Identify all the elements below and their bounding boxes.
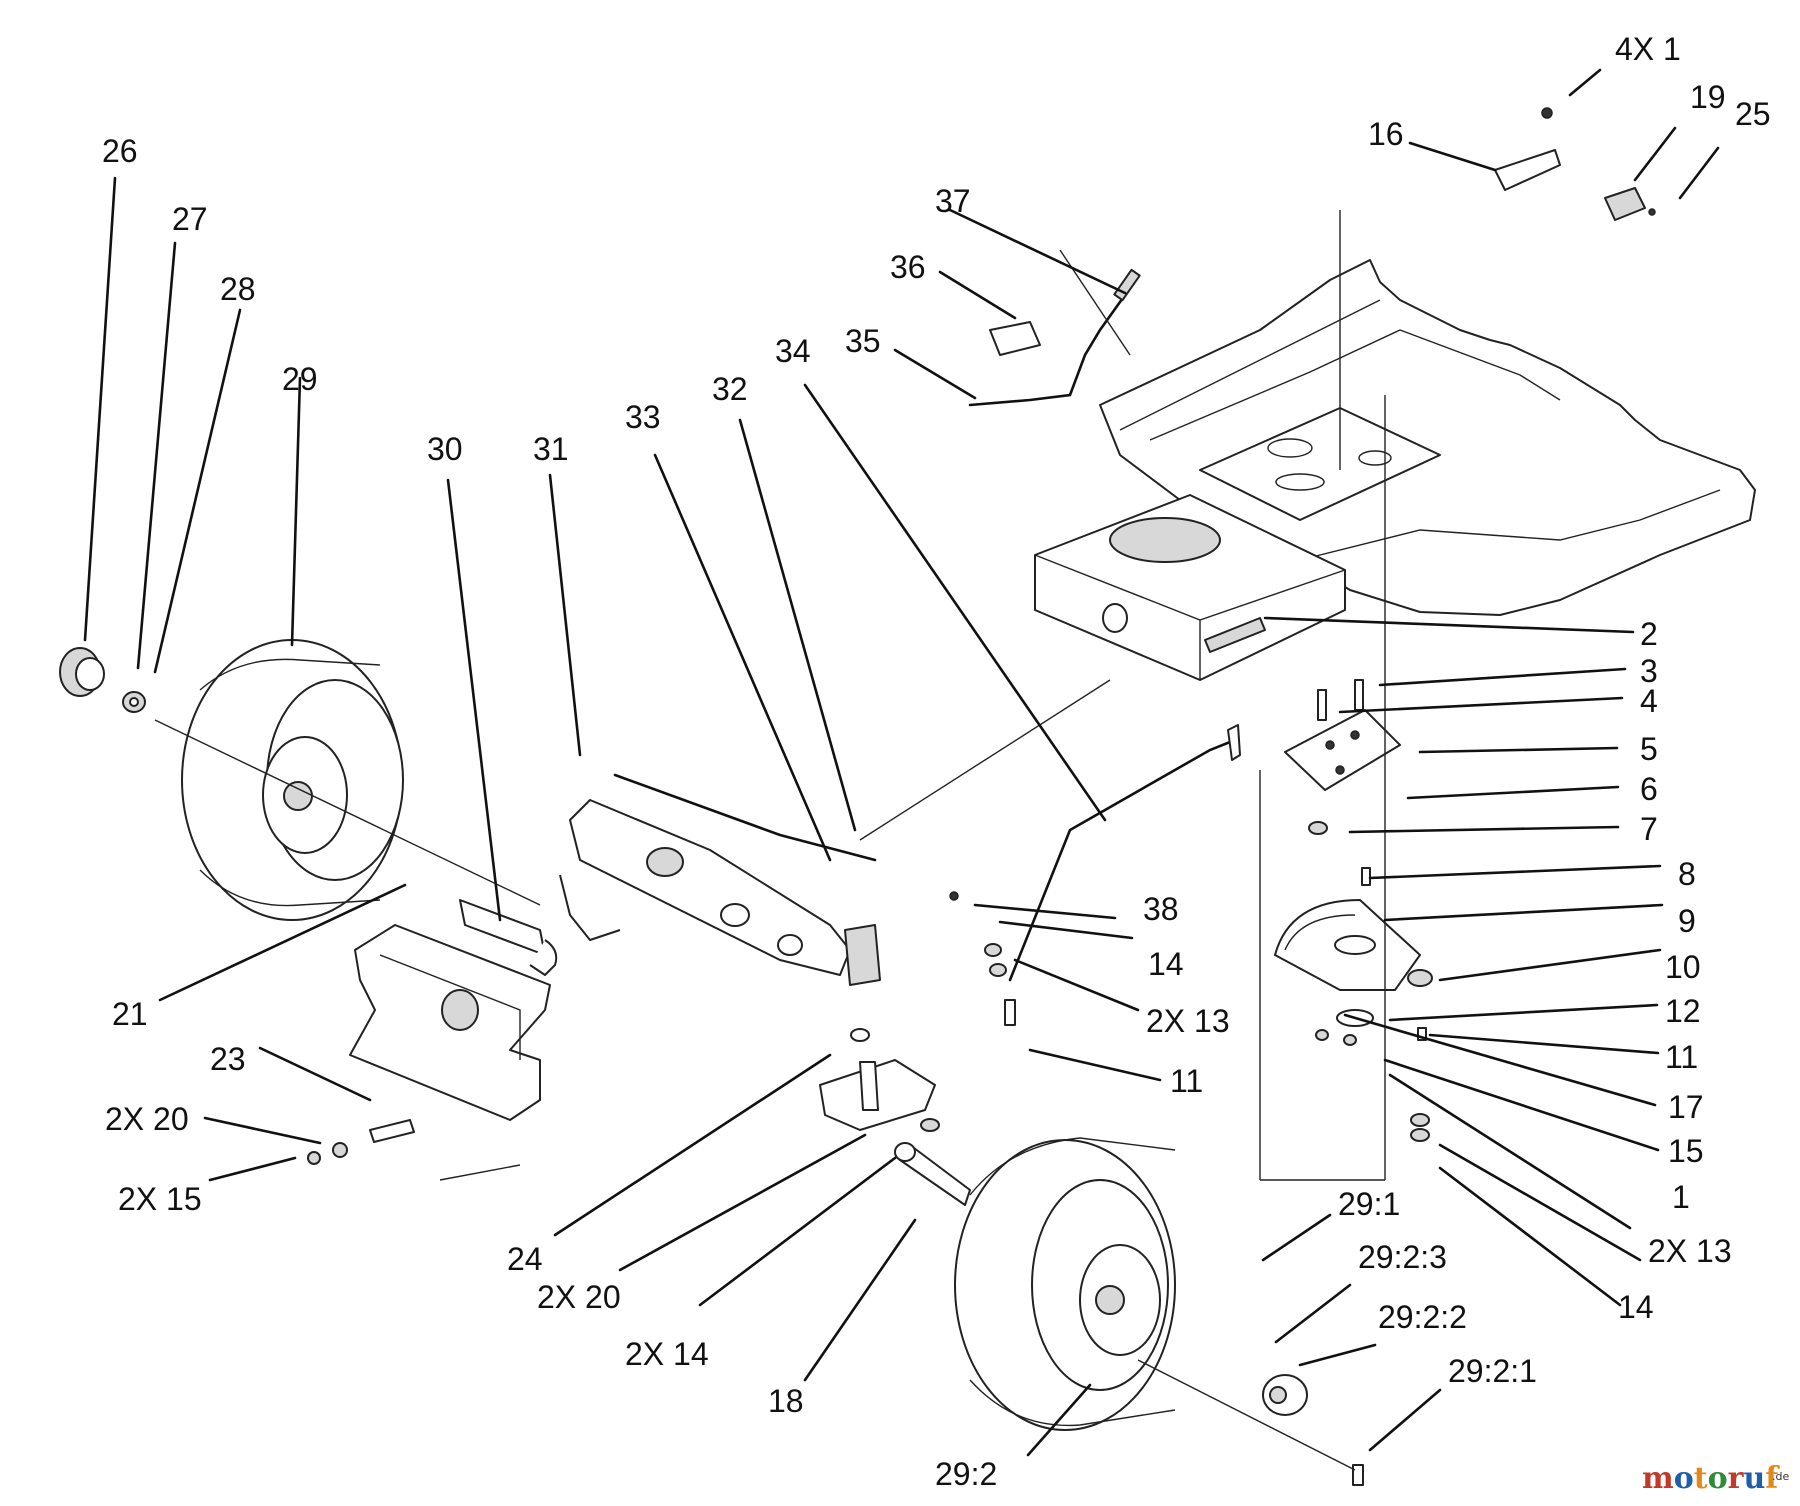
callout-38: 38 [1143, 891, 1179, 927]
callout-28: 28 [220, 271, 256, 307]
assembly-guide-lines [154, 210, 1386, 1471]
callout-1: 1 [1672, 1179, 1690, 1215]
callout-36: 36 [890, 249, 926, 285]
callout-2x20-center: 2X 20 [537, 1279, 621, 1315]
callout-32: 32 [712, 371, 748, 407]
callout-23: 23 [210, 1041, 246, 1077]
callout-2x15: 2X 15 [118, 1181, 202, 1217]
fitting-29-2-1 [1352, 1464, 1364, 1486]
callout-29-2-3: 29:2:3 [1358, 1239, 1447, 1275]
axle-housing [1034, 494, 1346, 681]
spindle-30 [459, 874, 621, 976]
lever-35-37 [968, 268, 1141, 407]
callout-4: 4 [1640, 683, 1658, 719]
callout-18: 18 [768, 1383, 804, 1419]
callout-34: 34 [775, 333, 811, 369]
hub-cap-26 [59, 647, 105, 697]
callout-2x14: 2X 14 [625, 1336, 709, 1372]
bracket-16 [1494, 107, 1561, 191]
callout-24: 24 [507, 1241, 543, 1277]
wheel-right [954, 1137, 1176, 1431]
tie-rod [613, 724, 1241, 982]
callout-30: 30 [427, 431, 463, 467]
watermark-brand: motoruf [1642, 1461, 1780, 1496]
callout-29-2-2: 29:2:2 [1378, 1299, 1467, 1335]
callout-37: 37 [935, 183, 971, 219]
callout-26: 26 [102, 133, 138, 169]
callout-8: 8 [1678, 856, 1696, 892]
callout-2x13-right: 2X 13 [1648, 1233, 1732, 1269]
callout-25: 25 [1735, 96, 1771, 132]
callout-31: 31 [533, 431, 569, 467]
callout-29-2-1: 29:2:1 [1448, 1353, 1537, 1389]
steering-plate-5 [1284, 709, 1401, 791]
callout-29: 29 [282, 361, 318, 397]
callout-16: 16 [1368, 116, 1404, 152]
callout-2: 2 [1640, 616, 1658, 652]
callout-3: 3 [1640, 653, 1658, 689]
callout-33: 33 [625, 399, 661, 435]
bearing-29-2-2 [1262, 1374, 1308, 1416]
callout-35: 35 [845, 323, 881, 359]
callout-9: 9 [1678, 903, 1696, 939]
callout-29-2: 29:2 [935, 1456, 997, 1492]
callout-12: 12 [1665, 993, 1701, 1029]
watermark-logo: motoruf .de [1642, 1461, 1789, 1496]
callout-10: 10 [1665, 949, 1701, 985]
callout-4x1: 4X 1 [1615, 31, 1681, 67]
callout-2x13-mid: 2X 13 [1146, 1003, 1230, 1039]
axle-support-21 [349, 924, 551, 1121]
callout-6: 6 [1640, 771, 1658, 807]
callout-11-mid: 11 [1170, 1063, 1203, 1099]
washer-28 [122, 691, 146, 713]
switch-19 [1604, 187, 1656, 221]
center-plate [1199, 407, 1441, 521]
callout-15: 15 [1668, 1133, 1704, 1169]
spindle-24 [819, 1028, 940, 1132]
leader-lines [83, 68, 1720, 1457]
callout-11-right: 11 [1665, 1039, 1698, 1075]
callout-19: 19 [1690, 79, 1726, 115]
callout-27: 27 [172, 201, 208, 237]
pin-18 [894, 1142, 971, 1206]
callout-14-mid: 14 [1148, 946, 1184, 982]
callout-labels: 4X 1 19 25 16 26 27 28 29 37 36 35 34 33… [102, 31, 1771, 1492]
callout-29-1: 29:1 [1338, 1186, 1400, 1222]
bolts-3-4 [1317, 679, 1364, 721]
callout-21: 21 [112, 996, 148, 1032]
callout-5: 5 [1640, 731, 1658, 767]
callout-2x20-left: 2X 20 [105, 1101, 189, 1137]
small-parts-38 [949, 891, 1016, 1026]
callout-7: 7 [1640, 811, 1658, 847]
callout-17: 17 [1668, 1089, 1704, 1125]
pin-23 [307, 1119, 415, 1165]
callout-14-right: 14 [1618, 1289, 1654, 1325]
wheel-left [181, 639, 404, 921]
watermark-suffix: .de [1772, 1470, 1789, 1483]
axle-arm-31 [569, 799, 881, 986]
